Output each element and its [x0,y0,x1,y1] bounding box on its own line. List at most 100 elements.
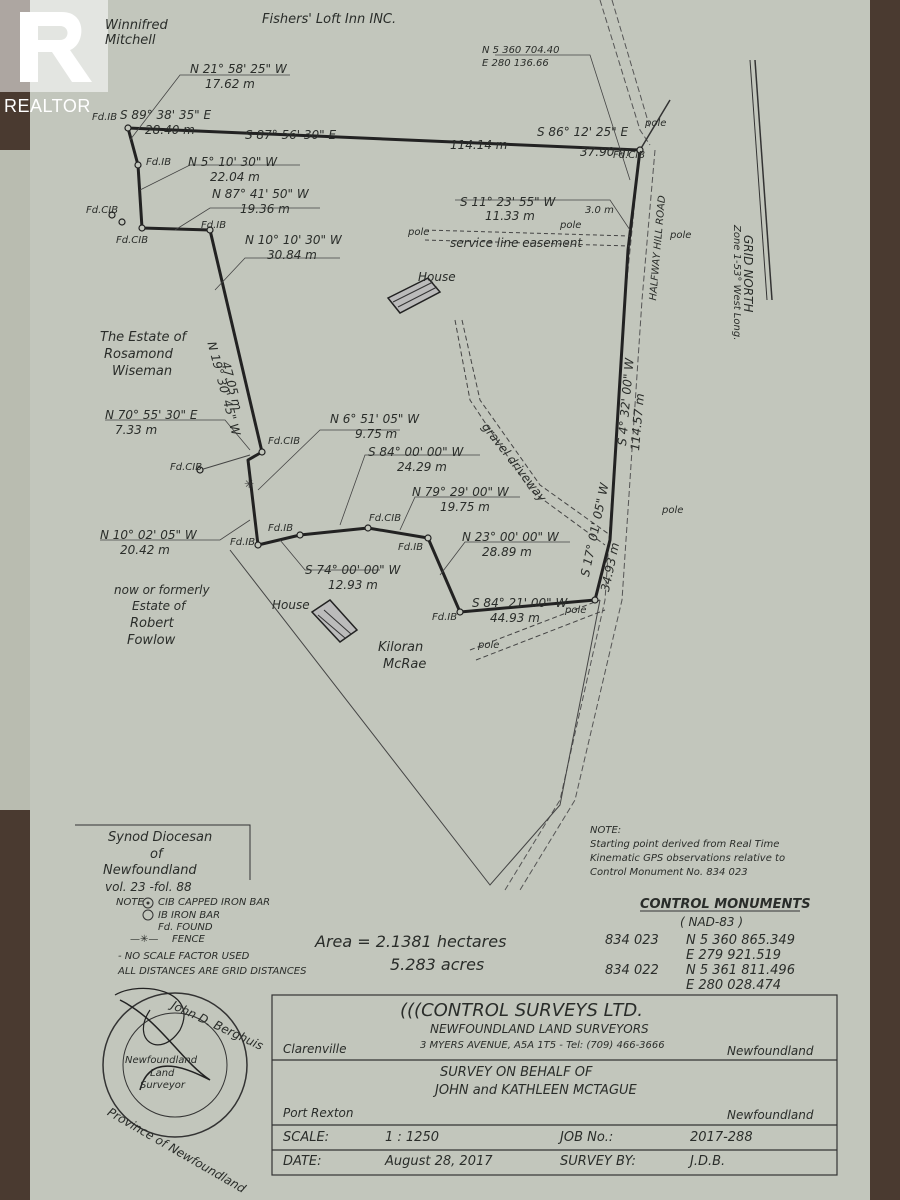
house-label-south: House [272,598,310,612]
house-north [386,277,442,314]
distance-2: 28.40 m [145,123,195,137]
legend-grid-note: ALL DISTANCES ARE GRID DISTANCES [118,966,307,977]
survey-by-value: J.D.B. [690,1154,726,1169]
seal-center-1: Newfoundland [125,1055,198,1066]
leader-lines [100,54,631,576]
distance-13: 24.29 m [397,460,447,474]
control-m1-id: 834 023 [605,933,659,948]
bearing-8: N 10° 10' 30" W [245,233,342,247]
distance-7: 11.33 m [485,209,535,223]
marker-fd-ib-1: Fd.IB [92,112,118,123]
owner-kiloran: Kiloran [378,640,424,655]
owner-winnifred: Winnifred [105,18,168,33]
date-value: August 28, 2017 [385,1154,493,1169]
marker-pole-2: pole [408,227,430,238]
distance-16: 28.89 m [482,545,532,559]
survey-province: Newfoundland [727,1108,814,1122]
survey-markers [108,124,644,616]
title-block-frame [271,994,838,1176]
grid-north-arrow [749,59,773,301]
survey-clients: JOHN and KATHLEEN MCTAGUE [435,1083,637,1098]
marker-fd-ib-3: Fd.IB [201,220,227,231]
legend-scale-note: - NO SCALE FACTOR USED [118,951,250,962]
marker-fd-ib-7: Fd.IB [432,612,458,623]
control-m1-e: E 279 921.519 [686,948,782,963]
svg-text:✳: ✳ [244,477,254,491]
distance-1: 17.62 m [205,77,255,91]
marker-pole-7: pole [478,640,500,651]
owner-now-formerly: now or formerly [114,583,210,597]
scale-label: SCALE: [283,1130,330,1145]
company-province: Newfoundland [727,1044,814,1058]
owner-estate-of: The Estate of [100,330,187,345]
start-coord-n: N 5 360 704.40 [482,45,560,56]
marker-fd-cib-1: Fd.CIB [86,205,119,216]
control-m2-e: E 280 028.474 [686,978,782,993]
distance-4: 37.90 m [580,145,630,159]
marker-pole-3: pole [560,220,582,231]
control-datum: ( NAD-83 ) [680,915,744,929]
survey-by-label: SURVEY BY: [560,1154,636,1169]
bearing-17: S 74° 00' 00" W [305,563,401,577]
bearing-12: N 6° 51' 05" W [330,412,420,426]
realtor-brand-text: REALTOR [4,96,91,116]
synod-line1: Synod Diocesan [108,830,213,845]
gps-note-title: NOTE: [590,825,622,836]
gps-note-line2: Kinematic GPS observations relative to [590,853,786,864]
distance-8: 30.84 m [267,248,317,262]
owner-wiseman: Wiseman [112,364,173,379]
survey-paper [30,0,870,1200]
area-acres: 5.283 acres [390,955,485,974]
fence-line [639,99,671,151]
owner-fishers-loft: Fishers' Loft Inn INC. [262,12,397,27]
marker-fd-cib-2: Fd.CIB [116,235,149,246]
owner-mitchell: Mitchell [105,33,156,48]
property-boundary [126,126,642,614]
job-label: JOB No.: [560,1130,614,1145]
survey-location: Port Rexton [283,1106,354,1120]
company-address: 3 MYERS AVENUE, A5A 1T5 - Tel: (709) 466… [420,1040,665,1051]
scale-value: 1 : 1250 [385,1130,439,1145]
legend-fd: Fd. FOUND [158,922,213,933]
distance-12: 9.75 m [355,427,398,441]
control-m2-n: N 5 361 811.496 [686,963,795,978]
marker-pole-1: pole [645,118,667,129]
marker-fd-ib-4: Fd.IB [230,537,256,548]
distance-18: 44.93 m [490,611,540,625]
neighbour-boundary [229,549,601,886]
seal-center-3: Surveyor [140,1080,186,1091]
owner-robert: Robert [130,616,174,631]
synod-line4: vol. 23 -fol. 88 [105,880,192,894]
marker-fd-ib-2: Fd.IB [146,157,172,168]
grid-north-zone: Zone 1-53° West Long. [731,225,742,341]
marker-fd-cib-3: Fd.CIB [268,436,301,447]
date-label: DATE: [283,1154,322,1169]
owner-estate: Estate of [132,599,186,613]
realtor-logo [0,0,108,122]
owner-mcrae: McRae [383,657,427,672]
legend-cib: CIB CAPPED IRON BAR [158,897,271,908]
house-label-north: House [418,270,456,284]
gps-note-line1: Starting point derived from Real Time [590,839,780,850]
marker-pole-6: pole [565,605,587,616]
marker-fd-ib-5: Fd.IB [268,523,294,534]
bearing-3: S 87° 56' 30" E [245,128,337,142]
area-hectares: Area = 2.1381 hectares [315,932,507,951]
gravel-driveway-lines [454,319,611,661]
easement-width: 3.0 m [585,205,614,216]
bearing-13: S 84° 00' 00" W [368,445,464,459]
distance-5: 22.04 m [210,170,260,184]
handwritten-signature [119,999,211,1091]
bearing-18: S 84° 21' 00" W [472,596,568,610]
service-easement-lines [424,229,631,247]
distance-11: 7.33 m [115,423,158,437]
house-south [310,599,359,643]
seal-center-2: Land [150,1068,175,1079]
marker-fd-cib-6: Fd.CIB [613,150,646,161]
control-m2-id: 834 022 [605,963,659,978]
start-coord-e: E 280 136.66 [482,58,549,69]
distance-17: 12.93 m [328,578,378,592]
marker-pole-5: pole [662,505,684,516]
